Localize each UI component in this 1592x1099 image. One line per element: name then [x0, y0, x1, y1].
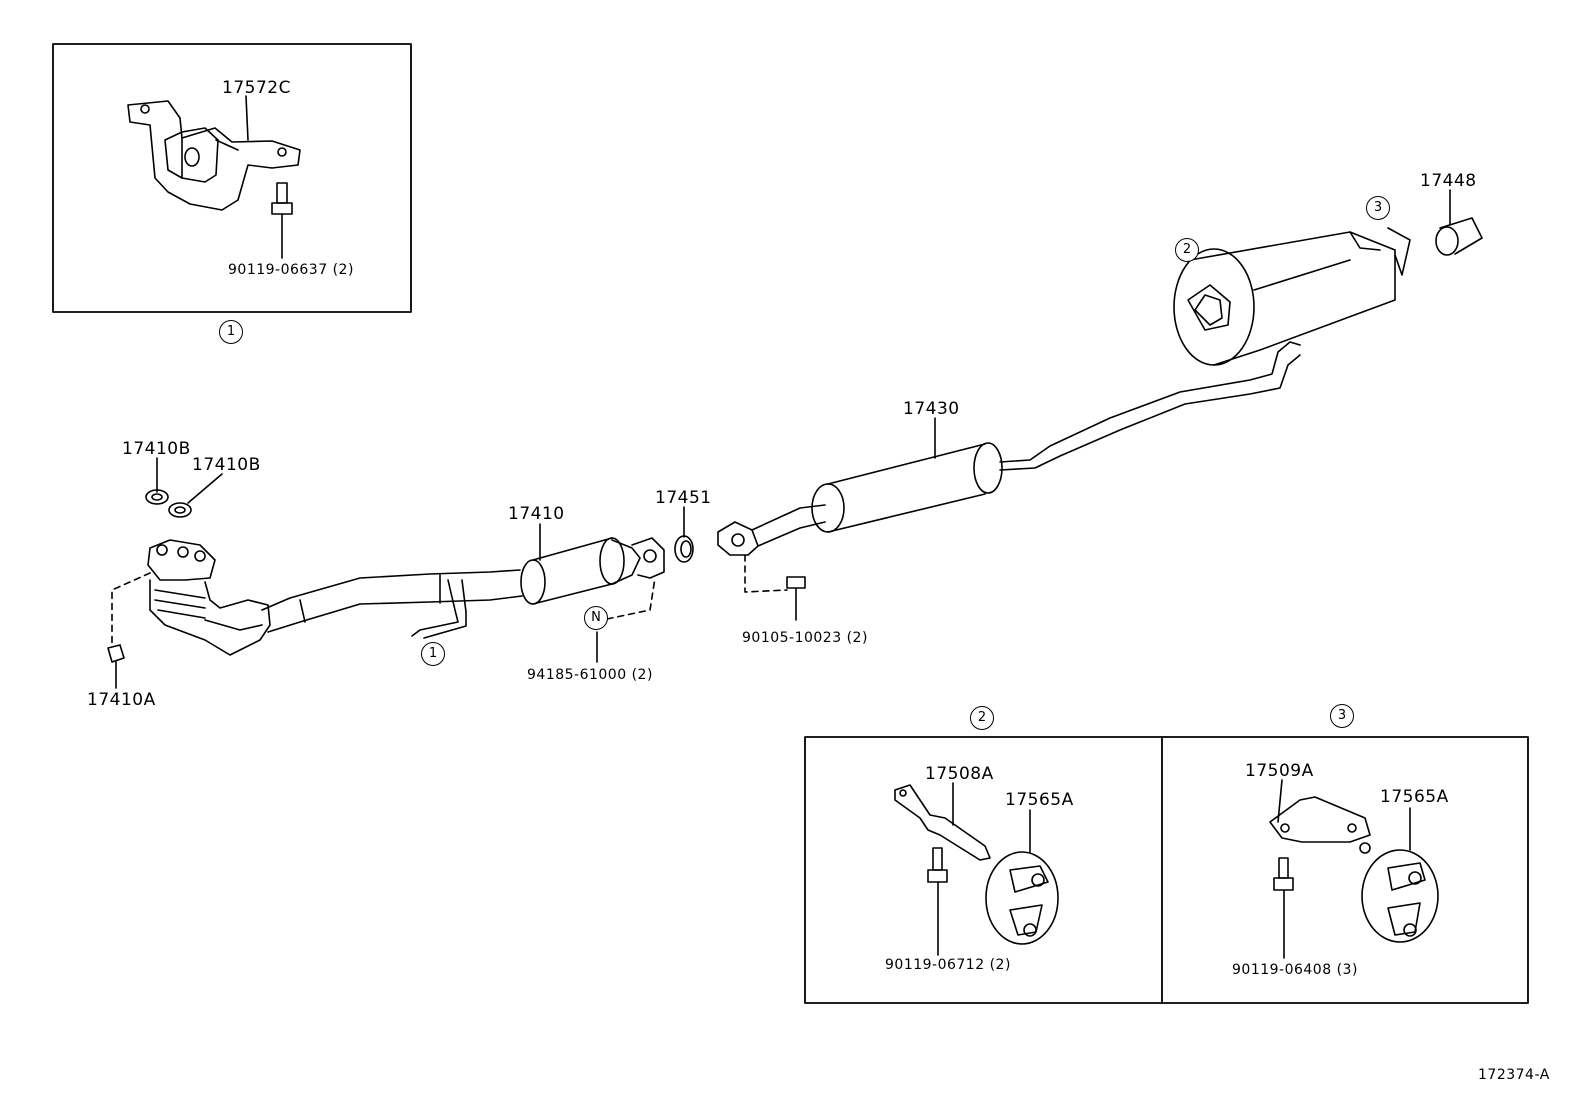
center-pipe-17430 — [717, 341, 1301, 556]
bolt-90119-06712 — [927, 847, 948, 956]
insulator-17565A-b — [1361, 807, 1439, 943]
hanger-17508A — [894, 782, 991, 861]
label-17565A-b: 17565A — [1380, 787, 1449, 807]
insulator-17565A-a — [985, 809, 1059, 945]
label-17410: 17410 — [508, 504, 565, 524]
callout-N: N — [584, 606, 608, 630]
label-17508A: 17508A — [925, 764, 994, 784]
front-pipe — [261, 569, 523, 639]
detail-box-1 — [52, 43, 412, 313]
converter-17410 — [520, 537, 665, 605]
hanger-17509A — [1269, 779, 1371, 854]
detail-box-2-3 — [804, 736, 1529, 1004]
label-17430: 17430 — [903, 399, 960, 419]
label-17509A: 17509A — [1245, 761, 1314, 781]
gasket-17451 — [674, 535, 694, 563]
callout-2-box: 2 — [970, 706, 994, 730]
callout-3-muffler: 3 — [1366, 196, 1390, 220]
front-manifold — [147, 539, 271, 656]
tail-pipe-17448 — [1435, 217, 1483, 256]
bolt-90105-10023 — [786, 576, 806, 621]
callout-2-muffler: 2 — [1175, 238, 1199, 262]
label-17451: 17451 — [655, 488, 712, 508]
callout-1-pipe: 1 — [421, 642, 445, 666]
label-90119-06712: 90119-06712 (2) — [885, 957, 1011, 973]
bolt-90119-06408 — [1273, 857, 1294, 959]
bolt-90119-06637 — [271, 182, 293, 259]
label-17410B-a: 17410B — [122, 439, 191, 459]
label-17410B-b: 17410B — [192, 455, 261, 475]
label-17410A: 17410A — [87, 690, 156, 710]
label-90119-06637: 90119-06637 (2) — [228, 262, 354, 278]
callout-1-box: 1 — [219, 320, 243, 344]
callout-3-box: 3 — [1330, 704, 1354, 728]
diagram-id: 172374-A — [1478, 1067, 1550, 1083]
label-90119-06408: 90119-06408 (3) — [1232, 962, 1358, 978]
label-94185-61000: 94185-61000 (2) — [527, 667, 653, 683]
label-17572C: 17572C — [222, 78, 291, 98]
label-90105-10023: 90105-10023 (2) — [742, 630, 868, 646]
bracket-17572C — [127, 100, 301, 211]
rear-muffler — [1173, 227, 1411, 366]
nut-17410B-b — [168, 502, 192, 518]
label-17448: 17448 — [1420, 171, 1477, 191]
nut-17410A — [107, 644, 125, 663]
label-17565A-a: 17565A — [1005, 790, 1074, 810]
